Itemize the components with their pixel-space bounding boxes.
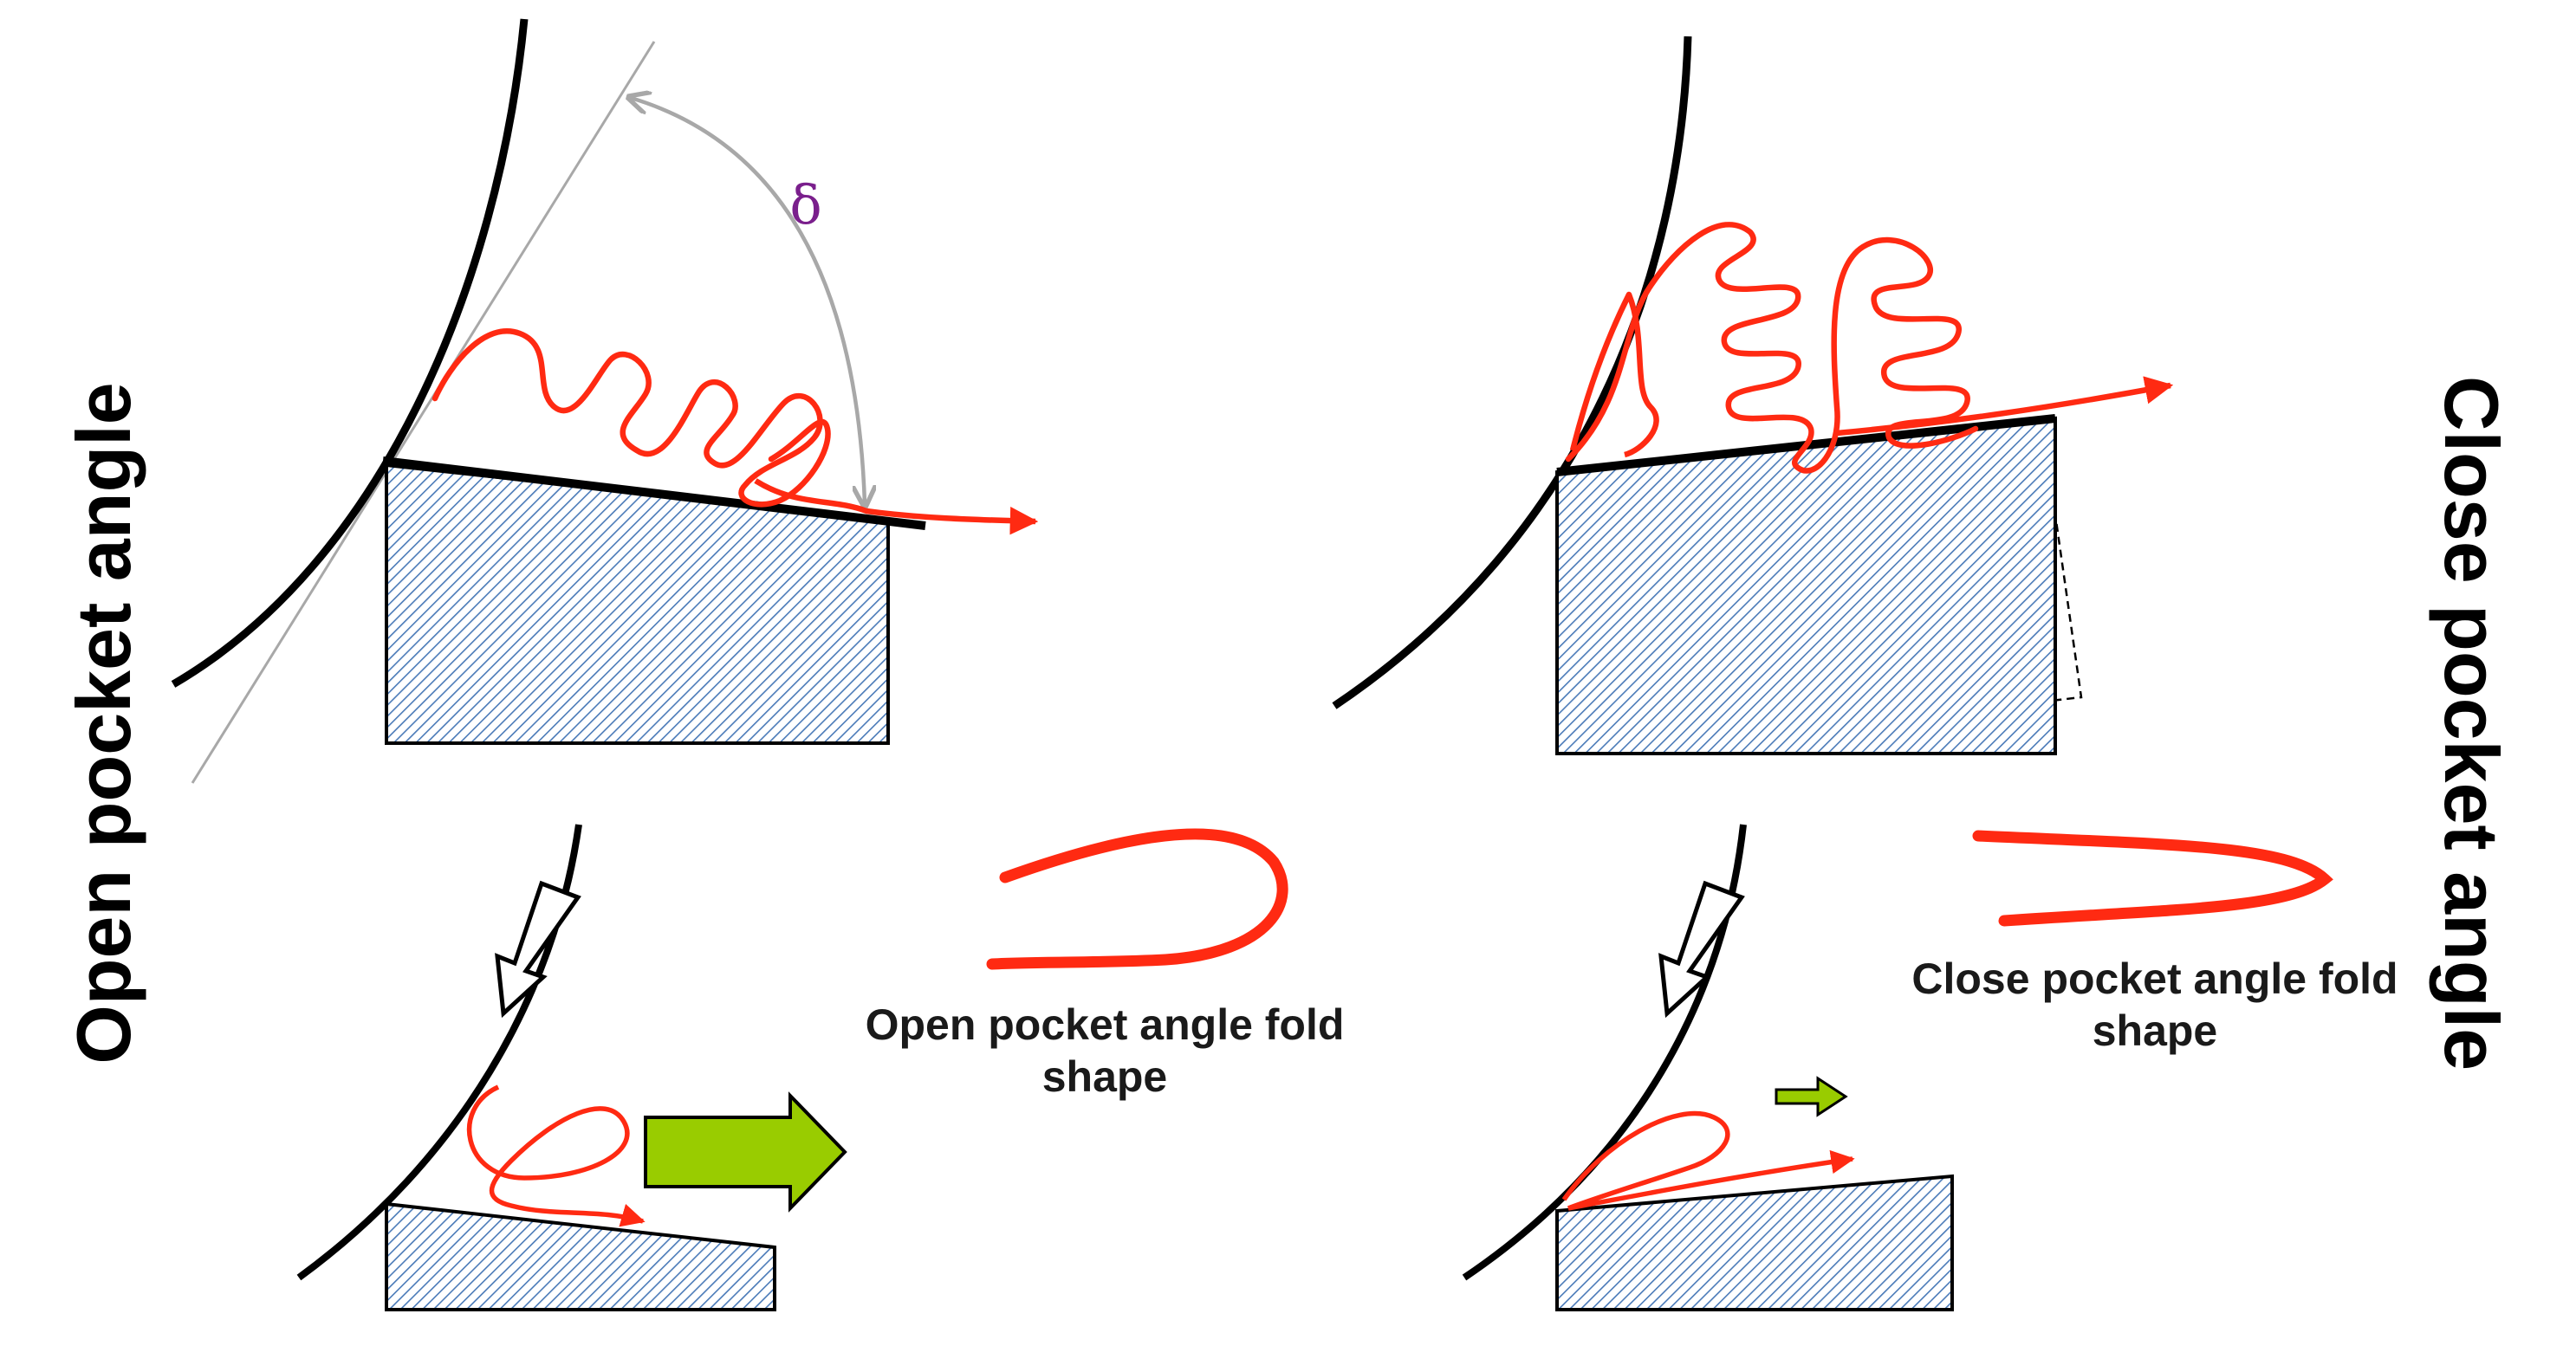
feed-arrow-icon [495, 880, 581, 1019]
close-fold-caption-line2: shape [2093, 1006, 2218, 1055]
delta-symbol: δ [789, 173, 821, 236]
close-fold-left-loop [1569, 291, 1659, 458]
open-fold-caption-line1: Open pocket angle fold [866, 1000, 1345, 1049]
motion-arrow-icon [1775, 1076, 1848, 1117]
open-fold-tail [754, 478, 1039, 535]
tangent-line [191, 41, 656, 784]
close-fold-caption-line1: Close pocket angle fold [1911, 955, 2398, 1003]
motion-arrow-icon [644, 1091, 847, 1213]
angle-arc [631, 98, 865, 504]
hatched-block [385, 463, 890, 745]
hatched-wedge [1555, 1174, 1954, 1311]
open-fold-loop [466, 1084, 646, 1227]
open-pocket-top-panel: δ [171, 18, 1039, 784]
close-pocket-top-panel [1332, 36, 2174, 755]
hatched-wedge [385, 1201, 776, 1311]
open-fold-squiggle [431, 328, 831, 508]
open-pocket-angle-label: Open pocket angle [61, 382, 146, 1064]
close-fold-squiggle [1565, 222, 1979, 474]
roll-surface-curve [1332, 36, 1692, 709]
close-fold-tail [1836, 376, 2174, 437]
feed-arrow-icon [1658, 880, 1745, 1019]
close-pocket-bottom-panel [1462, 824, 1954, 1311]
close-fold-loop [1561, 1110, 1855, 1211]
close-pocket-angle-label: Close pocket angle [2429, 376, 2514, 1071]
open-fold-shape-glyph [986, 828, 1288, 970]
open-pocket-bottom-panel [296, 824, 847, 1311]
roll-surface-curve [171, 18, 529, 688]
open-fold-caption-line2: shape [1042, 1052, 1168, 1101]
close-fold-shape-glyph [1972, 830, 2333, 927]
